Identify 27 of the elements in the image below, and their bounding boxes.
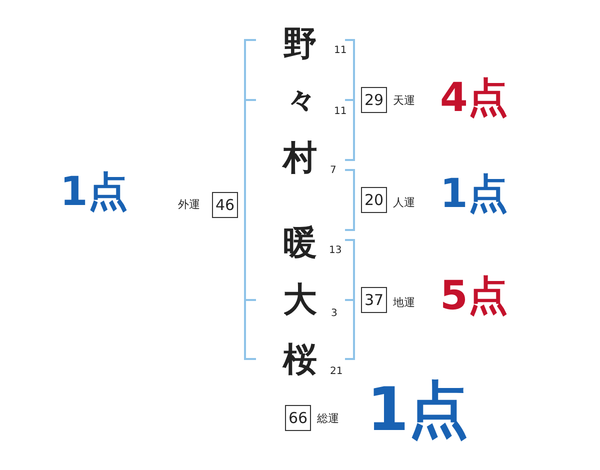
number-box: 46 bbox=[212, 192, 238, 218]
number-box: 37 bbox=[361, 287, 387, 313]
score-text: 5点 bbox=[440, 276, 508, 316]
stroke-count: 11 bbox=[334, 46, 347, 56]
fortune-label: 人運 bbox=[393, 197, 415, 208]
name-character: 大 bbox=[283, 283, 317, 317]
name-character: 暖 bbox=[283, 226, 317, 260]
score-text: 4点 bbox=[440, 78, 508, 118]
fortune-label: 天運 bbox=[393, 95, 415, 106]
name-character: 々 bbox=[285, 84, 317, 116]
number-box: 29 bbox=[361, 87, 387, 113]
number-box: 20 bbox=[361, 187, 387, 213]
stroke-count: 21 bbox=[330, 367, 343, 377]
stroke-count: 13 bbox=[329, 246, 342, 256]
name-character: 野 bbox=[283, 27, 317, 61]
score-text: 1点 bbox=[367, 380, 469, 440]
fortune-label: 外運 bbox=[178, 199, 200, 210]
score-text: 1点 bbox=[60, 172, 128, 212]
stroke-count: 11 bbox=[334, 107, 347, 117]
stroke-count: 3 bbox=[331, 309, 338, 319]
name-character: 村 bbox=[283, 141, 317, 175]
stroke-count: 7 bbox=[330, 166, 336, 176]
name-character: 桜 bbox=[283, 343, 317, 377]
fortune-label: 総運 bbox=[317, 413, 339, 424]
fortune-label: 地運 bbox=[393, 297, 415, 308]
number-box: 66 bbox=[285, 405, 311, 431]
score-text: 1点 bbox=[440, 174, 508, 214]
